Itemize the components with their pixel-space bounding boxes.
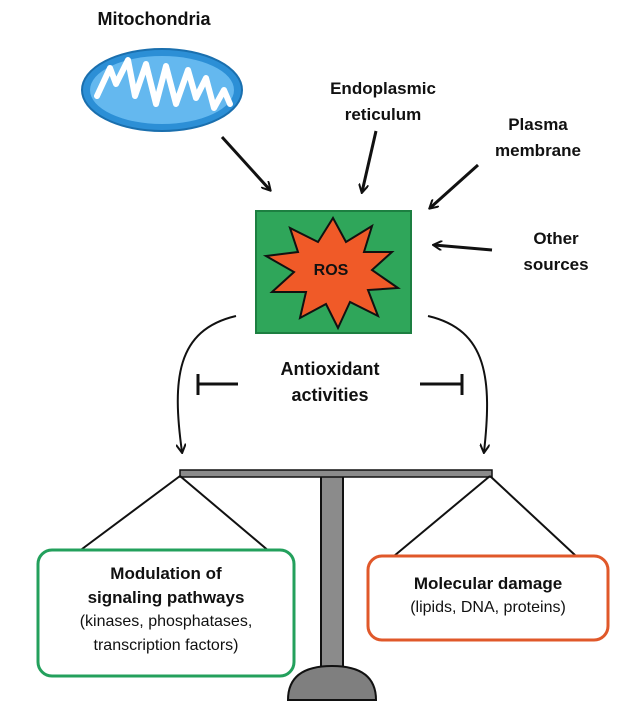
other-label-line2: sources (523, 255, 589, 274)
signaling-detail-line2: transcription factors) (93, 637, 239, 654)
arrow-mito-to-ros (220, 135, 270, 190)
signaling-title-line1: Modulation of (110, 564, 222, 583)
plasma-label-line1: Plasma (508, 115, 568, 134)
antioxidant-line2: activities (291, 385, 369, 405)
signaling-box-text: Modulation of signaling pathways (kinase… (44, 562, 288, 658)
antioxidant-line1: Antioxidant (280, 359, 380, 379)
arrow-other-to-ros (434, 245, 493, 252)
damage-box-text: Molecular damage (lipids, DNA, proteins) (372, 572, 604, 620)
damage-detail: (lipids, DNA, proteins) (410, 599, 566, 616)
inhibit-right-icon (420, 374, 464, 395)
other-sources-label: Other sources (496, 226, 616, 278)
inhibit-left-icon (196, 374, 238, 395)
er-label-line1: Endoplasmic (330, 79, 436, 98)
signaling-detail-line1: (kinases, phosphatases, (79, 613, 253, 630)
balance-scale (77, 469, 577, 701)
arrow-er-to-ros (362, 130, 378, 192)
other-label-line1: Other (533, 229, 579, 248)
arrow-ros-to-right (427, 315, 487, 452)
signaling-box (36, 548, 296, 678)
mitochondria-icon (81, 48, 243, 132)
er-label: Endoplasmic reticulum (308, 76, 458, 128)
plasma-membrane-label: Plasma membrane (468, 112, 608, 164)
antioxidant-label: Antioxidant activities (250, 356, 410, 408)
arrow-plasma-to-ros (430, 163, 480, 208)
plasma-label-line2: membrane (495, 141, 581, 160)
ros-label: ROS (313, 262, 349, 279)
arrow-ros-to-left (178, 315, 237, 452)
mitochondria-label: Mitochondria (97, 9, 211, 29)
ros-burst-icon (262, 216, 401, 331)
damage-box (366, 554, 610, 642)
signaling-title-line2: signaling pathways (87, 588, 245, 607)
damage-title: Molecular damage (413, 574, 563, 593)
er-label-line2: reticulum (344, 105, 422, 124)
